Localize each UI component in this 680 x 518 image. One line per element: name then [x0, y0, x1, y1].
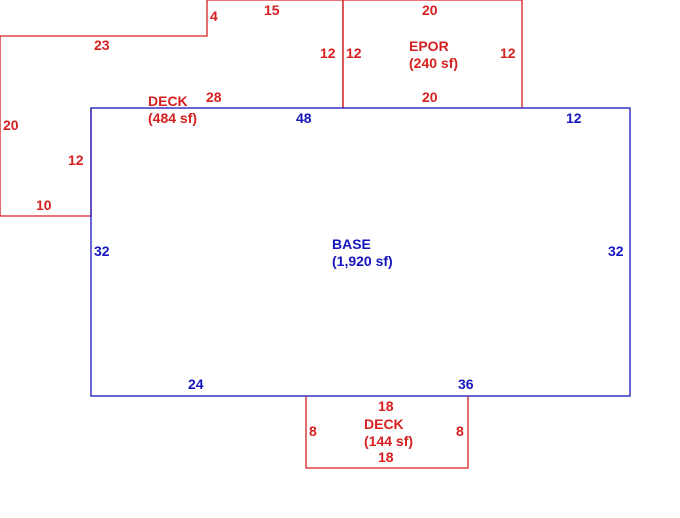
base-dim-top: 48 [296, 110, 312, 126]
deck-top-name: DECK [148, 93, 188, 109]
deck-top-dim-12-left: 12 [68, 152, 84, 168]
deck-bottom-dim-right: 8 [456, 423, 464, 439]
deck-bottom-dim-top: 18 [378, 398, 394, 414]
deck-top-dim-12-right: 12 [320, 45, 336, 61]
deck-top-outline [0, 0, 344, 217]
deck-top-dim-20: 20 [3, 117, 19, 133]
base-outline [90, 107, 631, 397]
epor-dim-right: 12 [500, 45, 516, 61]
deck-bottom-dim-left: 8 [309, 423, 317, 439]
deck-bottom-name: DECK [364, 416, 404, 432]
deck-top-dim-23: 23 [94, 37, 110, 53]
epor-outline [342, 0, 523, 108]
deck-bottom-dim-bottom: 18 [378, 449, 394, 465]
base-dim-left: 32 [94, 243, 110, 259]
base-name: BASE [332, 236, 371, 252]
deck-top-dim-28: 28 [206, 89, 222, 105]
base-dim-bottom-right: 36 [458, 376, 474, 392]
base-area: (1,920 sf) [332, 253, 393, 269]
epor-dim-bottom: 20 [422, 89, 438, 105]
epor-name: EPOR [409, 38, 449, 54]
deck-top-area: (484 sf) [148, 110, 197, 126]
base-dim-top-right: 12 [566, 110, 582, 126]
deck-bottom-area: (144 sf) [364, 433, 413, 449]
epor-area: (240 sf) [409, 55, 458, 71]
deck-top-dim-15: 15 [264, 2, 280, 18]
base-dim-right: 32 [608, 243, 624, 259]
deck-top-dim-10: 10 [36, 197, 52, 213]
epor-dim-top: 20 [422, 2, 438, 18]
base-dim-bottom-left: 24 [188, 376, 204, 392]
epor-dim-left: 12 [346, 45, 362, 61]
deck-bottom-outline [305, 396, 469, 469]
deck-top-dim-4: 4 [210, 8, 218, 24]
